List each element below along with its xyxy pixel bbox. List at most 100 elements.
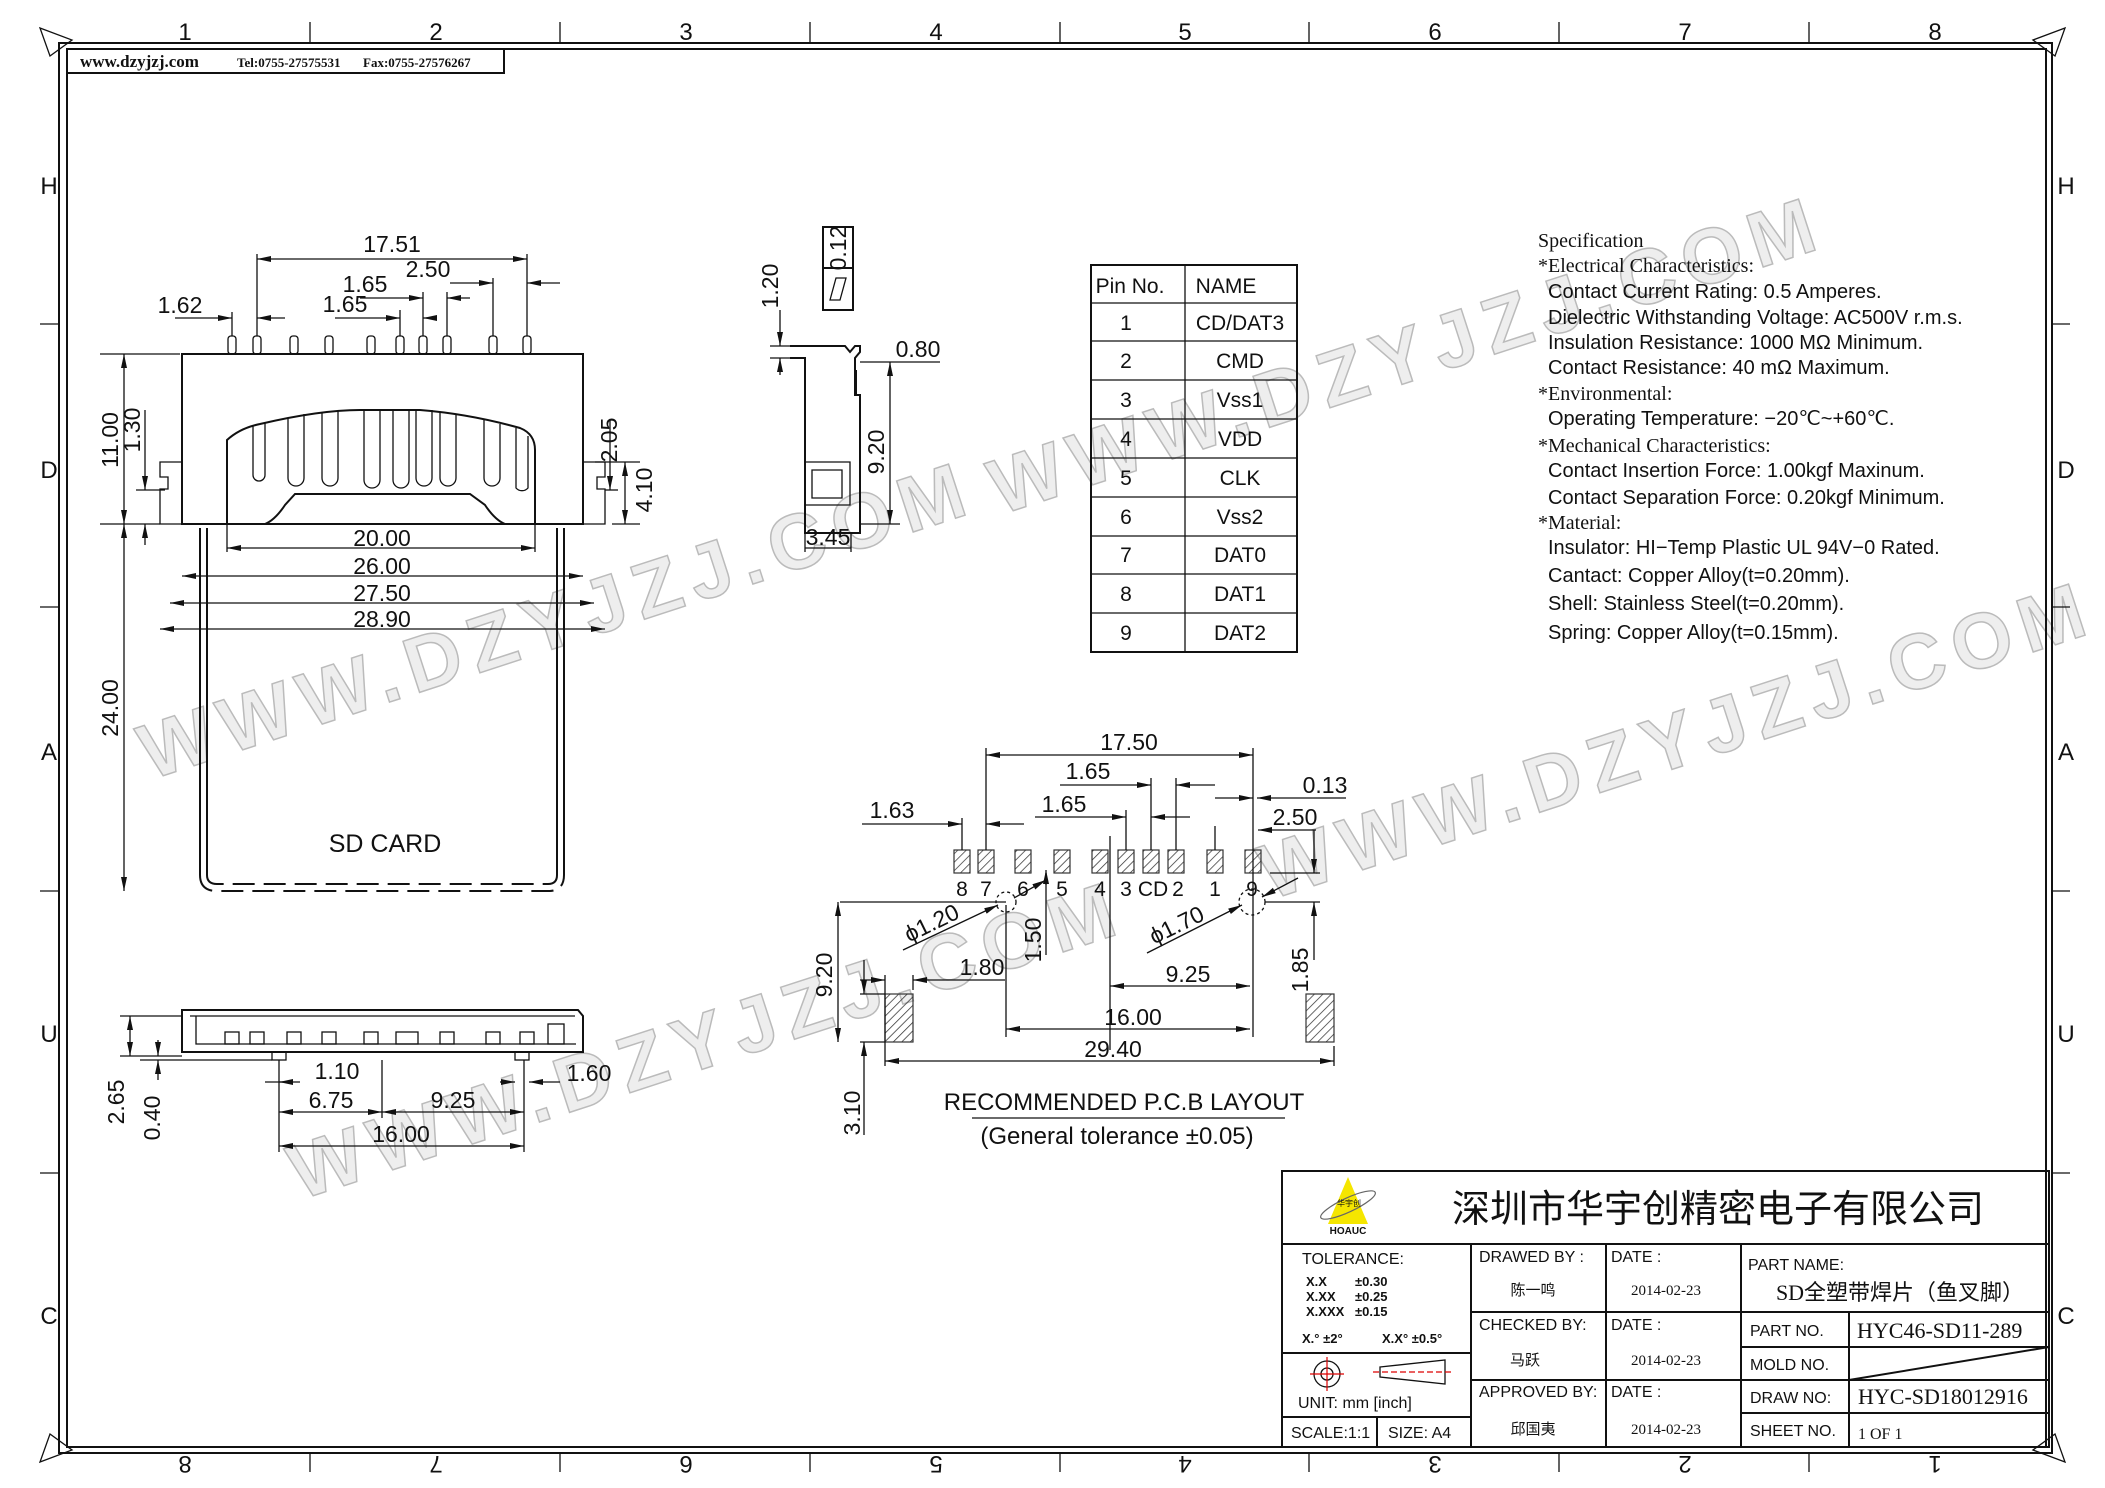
tolerance-value: ±0.15 [1355,1304,1387,1319]
table-cell: 1 [1120,312,1132,335]
spec-heading: Specification [1538,230,1644,252]
pad-label: CD [1138,878,1168,901]
spec-line: Contact Resistance: 40 mΩ Maximum. [1548,357,1890,379]
pad-label: 6 [1017,878,1029,901]
grid-row-label: H [40,173,57,200]
dim-label: 1.85 [1287,948,1313,993]
pad-label: 5 [1056,878,1068,901]
size-label: SIZE: A4 [1388,1425,1451,1442]
dim-label: 1.20 [757,264,783,309]
spec-line: Insulator: HI−Temp Plastic UL 94V−0 Rate… [1548,537,1940,559]
grid-col-label: 2 [1678,1450,1691,1477]
pcb-layout-title: RECOMMENDED P.C.B LAYOUT [944,1089,1305,1116]
spec-line: Cantact: Copper Alloy(t=0.20mm). [1548,565,1850,587]
pcb-pad [1142,849,1160,874]
spec-section: *Material: [1538,512,1621,534]
dim-label: 1.30 [119,408,145,453]
grid-col-label: 3 [679,19,692,46]
checked-by-label: CHECKED BY: [1479,1317,1587,1334]
angular-tolerance: X.X° ±0.5° [1382,1331,1442,1346]
table-header: NAME [1196,275,1257,298]
mold-no-label: MOLD NO. [1750,1357,1829,1374]
tolerance-value: ±0.30 [1355,1274,1387,1289]
table-cell: CD/DAT3 [1196,312,1284,335]
draw-no-label: DRAW NO: [1750,1390,1831,1407]
top-view: 17.51 2.50 1.65 1.65 1.62 11.00 1.30 24.… [97,231,657,892]
dim-label: 1.65 [1042,791,1087,817]
grid-col-label: 6 [679,1450,692,1477]
pad-label: 8 [956,878,968,901]
dim-label: 16.00 [1104,1004,1162,1030]
dim-label: 28.90 [353,606,411,632]
table-cell: 6 [1120,506,1132,529]
dim-label: 1.63 [870,797,915,823]
part-no-value: HYC46-SD11-289 [1857,1318,2022,1343]
drawed-by-label: DRAWED BY : [1479,1249,1584,1266]
dim-label: 1.60 [567,1060,612,1086]
grid-col-label: 1 [178,19,191,46]
dim-label: 1.65 [343,271,388,297]
website-link[interactable]: www.dzyjzj.com [80,52,199,71]
grid-row-label: U [2057,1021,2074,1048]
dim-label: 2.50 [406,256,451,282]
pcb-pad [1091,849,1109,874]
draw-no-value: HYC-SD18012916 [1858,1384,2028,1409]
pcb-mount-pad [1305,993,1335,1043]
logo-cn-text: 华宇创 [1337,1198,1361,1208]
dim-label: ϕ1.70 [1145,900,1208,949]
dim-label: 29.40 [1084,1036,1142,1062]
dim-label: 17.51 [363,231,421,257]
dim-label: 3.10 [839,1091,865,1136]
pcb-pad [1053,849,1071,874]
tolerance-value: ±0.25 [1355,1289,1387,1304]
dim-label: 17.50 [1100,729,1158,755]
table-cell: Vss2 [1217,506,1264,529]
title-block: 华宇创 HOAUC 深圳市华宇创精密电子有限公司 TOLERANCE: X.X±… [1281,1170,2050,1448]
sd-card-label: SD CARD [329,830,442,858]
grid-row-label: U [40,1021,57,1048]
date-value: 2014-02-23 [1631,1422,1701,1438]
part-name-label: PART NAME: [1748,1257,1844,1274]
grid-row-label: D [40,457,57,484]
table-cell: DAT2 [1214,622,1266,645]
dim-label: 0.13 [1303,772,1348,798]
tolerance-key: X.XX [1306,1289,1336,1304]
dim-label: 1.10 [315,1058,360,1084]
spec-line: Dielectric Withstanding Voltage: AC500V … [1548,307,1963,329]
dim-label: 1.65 [1066,758,1111,784]
pcb-pad [1117,849,1135,874]
grid-row-label: A [41,739,57,766]
table-cell: 5 [1120,467,1132,490]
dim-label: 20.00 [353,525,411,551]
dim-label: 24.00 [97,679,123,737]
dim-label: 2.65 [103,1080,129,1125]
table-cell: 8 [1120,583,1132,606]
table-cell: CMD [1216,350,1264,373]
drawed-by-name: 陈一鸣 [1510,1281,1555,1299]
drawing-frame: 1 2 3 4 5 6 7 8 8 7 6 5 4 3 2 1 H D A U … [38,19,2075,1477]
flatness-value: 0.12 [825,226,851,271]
spec-line: Operating Temperature: −20℃~+60℃. [1548,408,1894,430]
grid-col-label: 4 [929,19,942,46]
table-cell: VDD [1218,428,1262,451]
part-name-value: SD全塑带焊片（鱼叉脚） [1776,1280,2024,1305]
dim-label: 2.50 [1273,804,1318,830]
spec-section: *Electrical Characteristics: [1538,255,1754,277]
date-value: 2014-02-23 [1631,1283,1701,1299]
sd-card-outline: SD CARD [199,528,565,892]
dim-label: 1.65 [323,291,368,317]
spec-line: Contact Current Rating: 0.5 Amperes. [1548,281,1882,303]
dim-label: 6.75 [309,1087,354,1113]
dim-label: 9.25 [431,1087,476,1113]
grid-col-label: 8 [1928,19,1941,46]
flatness-icon [829,277,847,301]
grid-row-label: C [40,1303,57,1330]
pcb-pad [1167,849,1185,874]
dim-label: 1.50 [1020,918,1046,963]
table-cell: DAT0 [1214,544,1266,567]
checked-by-name: 马跃 [1510,1352,1540,1369]
date-label: DATE : [1611,1384,1661,1401]
unit-label: UNIT: mm [inch] [1298,1395,1412,1412]
